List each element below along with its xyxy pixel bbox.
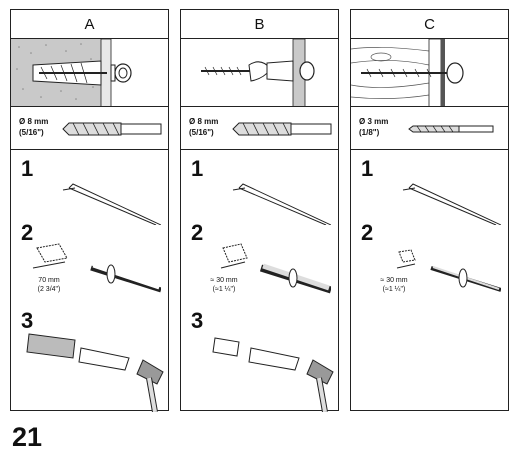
drill-size-inch-label: (5/16") xyxy=(189,128,214,137)
drill-bit-angle-icon xyxy=(402,183,501,225)
drill-size-label: Ø 3 mm xyxy=(359,117,389,126)
wood-drill-bit-icon xyxy=(232,122,332,136)
panel-a-letter: A xyxy=(11,10,168,39)
step-2-number: 2 xyxy=(361,220,374,245)
drill-bit-spec-c: Ø 3 mm (1/8") xyxy=(351,107,508,150)
drywall-anchor-illustration xyxy=(181,39,338,107)
step-1-number: 1 xyxy=(21,156,34,181)
drill-bit-angle-icon xyxy=(62,183,161,225)
page-number: 21 xyxy=(12,422,43,452)
steps-b: 1 2 ≈ 30 mm (≈1 ¼") 3 xyxy=(181,150,338,412)
drill-size-inch-label: (5/16") xyxy=(19,128,44,137)
wood-screw-illustration xyxy=(351,39,508,107)
drill-size-label: Ø 8 mm xyxy=(189,117,219,126)
panel-b: B Ø 8 mm (5/16") 1 2 xyxy=(180,9,339,412)
hammer-anchor-icon xyxy=(212,337,334,412)
hole-depth-label: ≈ 30 mm xyxy=(380,277,408,284)
drill-size-label: Ø 8 mm xyxy=(19,117,49,126)
step-1-number: 1 xyxy=(361,156,374,181)
step-3-number: 3 xyxy=(21,308,34,333)
hole-depth-inch-label: (≈1 ¼") xyxy=(212,286,236,293)
steps-a: 1 2 70 mm (2 3/4") 3 xyxy=(11,150,168,412)
hole-depth-icon xyxy=(32,243,161,293)
drill-bit-angle-icon xyxy=(232,183,331,225)
hole-depth-inch-label: (≈1 ¼") xyxy=(382,286,406,293)
thin-drill-bit-icon xyxy=(408,125,494,133)
concrete-wall-anchor-illustration xyxy=(11,39,168,107)
drill-bit-spec-b: Ø 8 mm (5/16") xyxy=(181,107,338,150)
hole-depth-label: 70 mm xyxy=(38,277,60,284)
masonry-drill-bit-icon xyxy=(62,122,162,136)
hammer-anchor-icon xyxy=(26,333,164,412)
step-3-number: 3 xyxy=(191,308,204,333)
panel-a: A Ø 8 mm (5/16") xyxy=(10,9,169,412)
drill-size-inch-label: (1/8") xyxy=(359,128,380,137)
panel-c-letter: C xyxy=(351,10,508,39)
hole-depth-icon xyxy=(220,243,331,294)
hole-depth-label: ≈ 30 mm xyxy=(210,277,238,284)
hole-depth-icon xyxy=(396,249,501,292)
steps-c: 1 2 ≈ 30 mm (≈1 ¼") xyxy=(351,150,508,412)
panel-c: C Ø 3 mm (1/8") 1 2 xyxy=(350,9,509,411)
step-1-number: 1 xyxy=(191,156,204,181)
step-2-number: 2 xyxy=(191,220,204,245)
hole-depth-inch-label: (2 3/4") xyxy=(37,286,61,293)
step-2-number: 2 xyxy=(21,220,34,245)
drill-bit-spec-a: Ø 8 mm (5/16") xyxy=(11,107,168,150)
panel-b-letter: B xyxy=(181,10,338,39)
